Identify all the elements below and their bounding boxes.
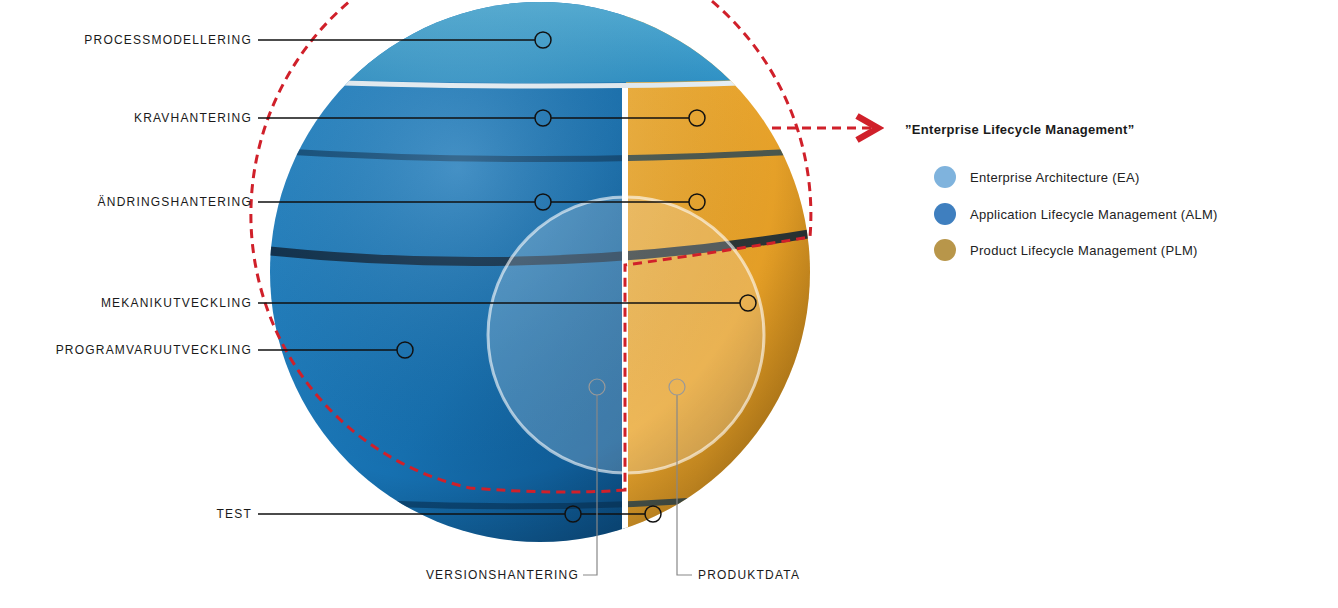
legend-text: Product Lifecycle Management (PLM) — [970, 243, 1198, 258]
area-label: PROCESSMODELLERING — [84, 33, 252, 47]
legend-swatch — [934, 166, 956, 188]
area-label: PROGRAMVARUUTVECKLING — [56, 343, 252, 357]
legend-item: Enterprise Architecture (EA) — [934, 166, 1140, 188]
area-label: TEST — [217, 507, 252, 521]
area-label: KRAVHANTERING — [134, 111, 252, 125]
area-label: MEKANIKUTVECKLING — [101, 296, 252, 310]
legend-item: Application Lifecycle Management (ALM) — [934, 203, 1218, 225]
legend-text: Application Lifecycle Management (ALM) — [970, 207, 1218, 222]
legend-item: Product Lifecycle Management (PLM) — [934, 239, 1198, 261]
area-label: VERSIONSHANTERING — [426, 568, 579, 582]
legend-swatch — [934, 203, 956, 225]
legend-heading: ”Enterprise Lifecycle Management” — [905, 123, 1135, 137]
legend-swatch — [934, 239, 956, 261]
area-label: ÄNDRINGSHANTERING — [98, 195, 252, 209]
legend-text: Enterprise Architecture (EA) — [970, 170, 1140, 185]
area-label: PRODUKTDATA — [698, 568, 800, 582]
